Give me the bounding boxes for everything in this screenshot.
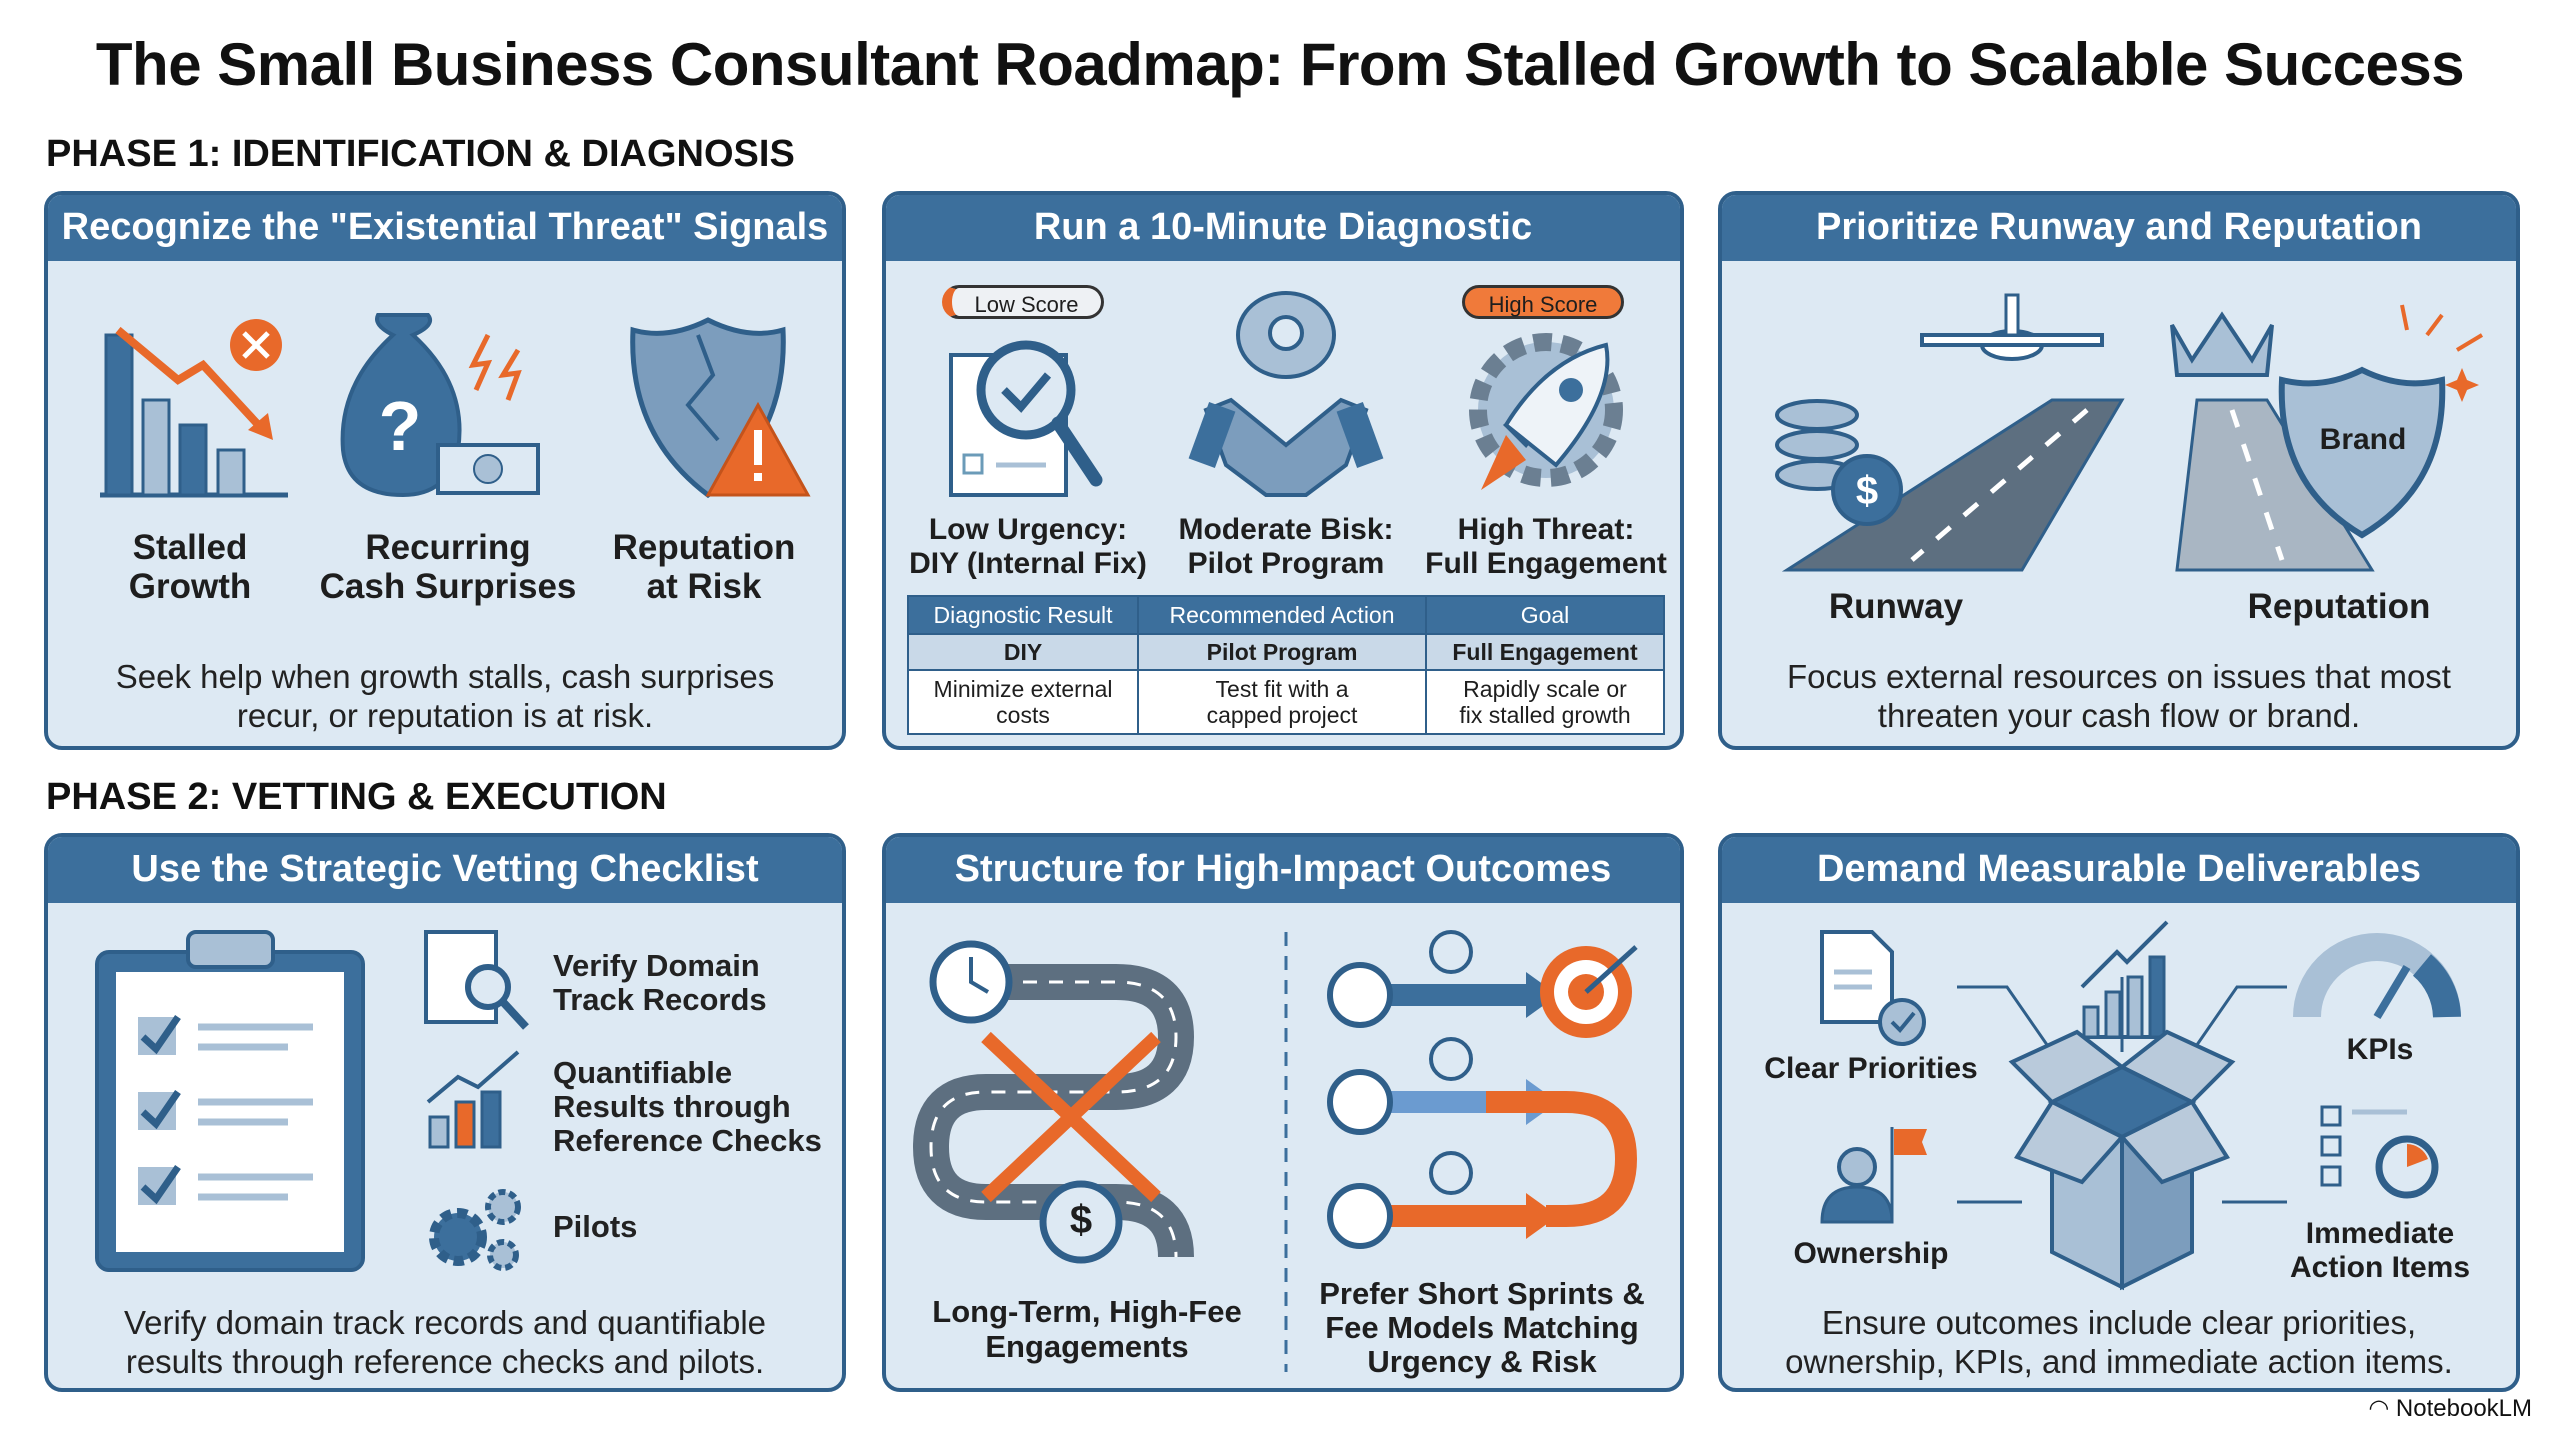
outcomes-illustration	[912, 930, 1638, 1372]
table-cell: DIY	[906, 633, 1140, 671]
panel-title: Demand Measurable Deliverables	[1722, 837, 2516, 903]
document-magnifier-icon	[424, 930, 529, 1030]
item-label: Runway	[1828, 587, 1964, 626]
target-icon	[1540, 945, 1638, 1038]
item-label: Low Urgency:DIY (Internal Fix)	[909, 513, 1147, 580]
right-label: Prefer Short Sprints &Fee Models Matchin…	[1319, 1276, 1645, 1379]
table-header: Goal	[1424, 595, 1666, 635]
deliverables-illustration	[1820, 920, 2461, 1291]
deliverable-ownership: Ownership	[1793, 1237, 1949, 1270]
sprint-arrows-icon	[1327, 930, 1638, 1249]
phase2-label: PHASE 2: VETTING & EXECUTION	[46, 776, 667, 818]
table-cell: Pilot Program	[1137, 633, 1427, 671]
item-label: High Threat:Full Engagement	[1425, 513, 1667, 580]
cracked-shield-warning-icon	[630, 317, 811, 499]
magnifier-checklist-icon	[949, 340, 1103, 497]
panel-caption: Seek help when growth stalls, cash surpr…	[115, 658, 775, 734]
declining-bar-chart-icon	[100, 319, 288, 498]
gears-icon	[429, 1189, 521, 1271]
high-score-badge: High Score	[1462, 285, 1624, 319]
phase1-label: PHASE 1: IDENTIFICATION & DIAGNOSIS	[46, 133, 795, 175]
threat-signals-illustration: ?	[100, 313, 811, 499]
open-box-icon	[2008, 1029, 2236, 1291]
panel-high-impact-outcomes: Structure for High-Impact Outcomes $ Lon…	[882, 833, 1684, 1392]
table-header: Recommended Action	[1137, 595, 1427, 635]
panel-title: Use the Strategic Vetting Checklist	[48, 837, 842, 903]
checklist-stopwatch-icon	[2320, 1105, 2439, 1199]
diagnostic-illustration	[949, 291, 1623, 497]
rocket-gear-icon	[1469, 333, 1623, 490]
panel-diagnostic: Run a 10-Minute Diagnostic Low Score Hig…	[882, 191, 1684, 750]
rising-chart-icon	[426, 1050, 520, 1149]
connector-lines	[1957, 977, 2287, 1204]
table-cell: Full Engagement	[1424, 633, 1666, 671]
panel-title: Recognize the "Existential Threat" Signa…	[48, 195, 842, 261]
document-check-icon	[1820, 930, 1926, 1046]
rising-chart-icon	[2077, 920, 2172, 1039]
person-flag-icon	[1820, 1127, 1927, 1224]
panel-deliverables: Demand Measurable Deliverables Clear Pri…	[1718, 833, 2520, 1392]
panel-threat-signals: ? Recognize the "Existential Threat" Sig…	[44, 191, 846, 750]
panel-title: Structure for High-Impact Outcomes	[886, 837, 1680, 903]
notebooklm-logo: ◠ NotebookLM	[2368, 1395, 2532, 1422]
dollar-symbol: $	[1069, 1198, 1093, 1242]
runway-reputation-illustration: $	[1775, 293, 2484, 572]
deliverable-clear-priorities: Clear Priorities	[1764, 1052, 1978, 1085]
airplane-runway-coins-icon: $	[1775, 293, 2125, 572]
checklist-item-pilots: Pilots	[553, 1209, 638, 1244]
winding-road-crossed-icon	[912, 940, 1195, 1264]
panel-caption: Verify domain track records and quantifi…	[123, 1304, 767, 1380]
gauge-icon	[2293, 933, 2461, 1020]
low-score-badge: Low Score	[942, 285, 1104, 319]
table-header: Diagnostic Result	[906, 595, 1140, 635]
panel-runway-reputation: $ Prioritize Runway and Reputation Brand…	[1718, 191, 2520, 750]
svg-text:?: ?	[379, 387, 422, 465]
money-bag-question-icon: ?	[340, 313, 540, 498]
item-label: Reputation	[2247, 587, 2431, 626]
panel-caption: Focus external resources on issues that …	[1787, 658, 2451, 734]
panel-title: Run a 10-Minute Diagnostic	[886, 195, 1680, 261]
shield-brand-text: Brand	[2319, 423, 2407, 456]
panel-caption: Ensure outcomes include clear priorities…	[1785, 1304, 2453, 1380]
vetting-illustration	[95, 930, 529, 1272]
deliverable-kpis: KPIs	[2346, 1033, 2414, 1066]
clipboard-checklist-icon	[95, 930, 365, 1272]
svg-text:$: $	[1856, 469, 1878, 513]
notebooklm-icon: ◠	[2368, 1395, 2396, 1422]
page-title: The Small Business Consultant Roadmap: F…	[95, 31, 2465, 98]
brain-handshake-icon	[1188, 291, 1384, 497]
panel-vetting-checklist: Use the Strategic Vetting Checklist Veri…	[44, 833, 846, 1392]
panel-title: Prioritize Runway and Reputation	[1722, 195, 2516, 261]
crown-shield-icon	[2170, 304, 2484, 572]
item-label: Moderate Bisk:Pilot Program	[1178, 513, 1394, 580]
airplane-icon	[1920, 293, 2104, 361]
